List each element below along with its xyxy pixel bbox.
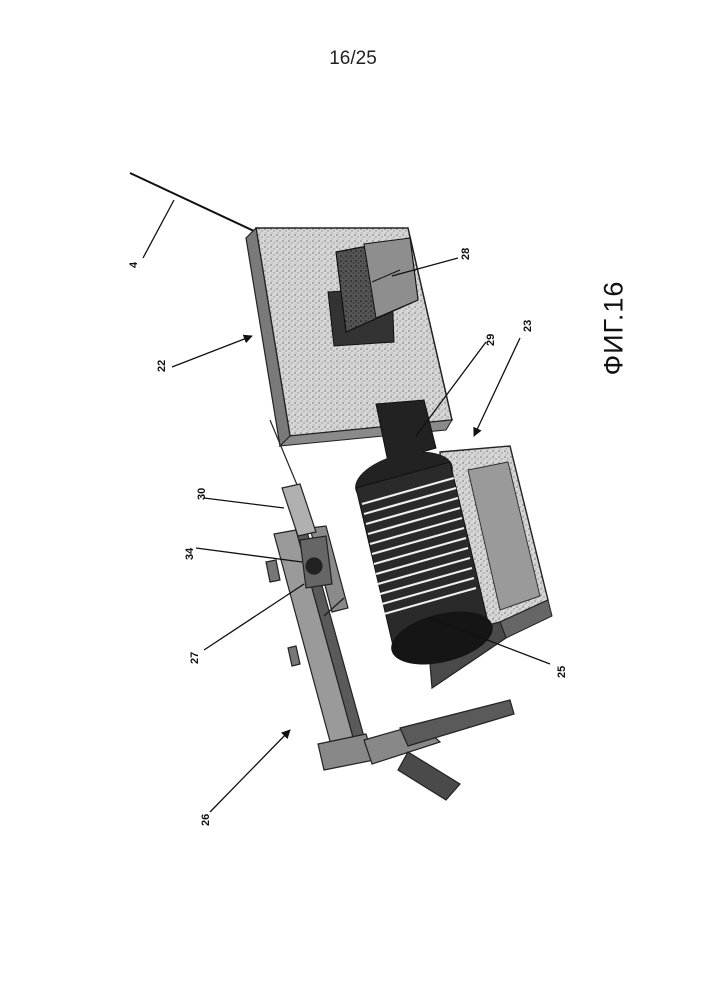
leader-30 [204, 498, 284, 508]
ref-23: 23 [522, 320, 534, 332]
leader-27 [204, 584, 304, 650]
ref-26: 26 [200, 814, 212, 826]
leader-4 [143, 200, 174, 258]
figure-label: ФИГ.16 [599, 281, 630, 376]
ref-29: 29 [485, 334, 497, 346]
ref-22: 22 [156, 360, 168, 372]
ref-27: 27 [189, 652, 201, 664]
ref-28: 28 [460, 248, 472, 260]
ref-30: 30 [196, 488, 208, 500]
ref-25: 25 [556, 666, 568, 678]
leader-26 [210, 730, 290, 812]
ref-34: 34 [184, 547, 196, 560]
cable-line [130, 173, 256, 232]
ref-4: 4 [128, 261, 140, 268]
leader-23 [474, 338, 520, 436]
leader-22 [172, 336, 252, 367]
